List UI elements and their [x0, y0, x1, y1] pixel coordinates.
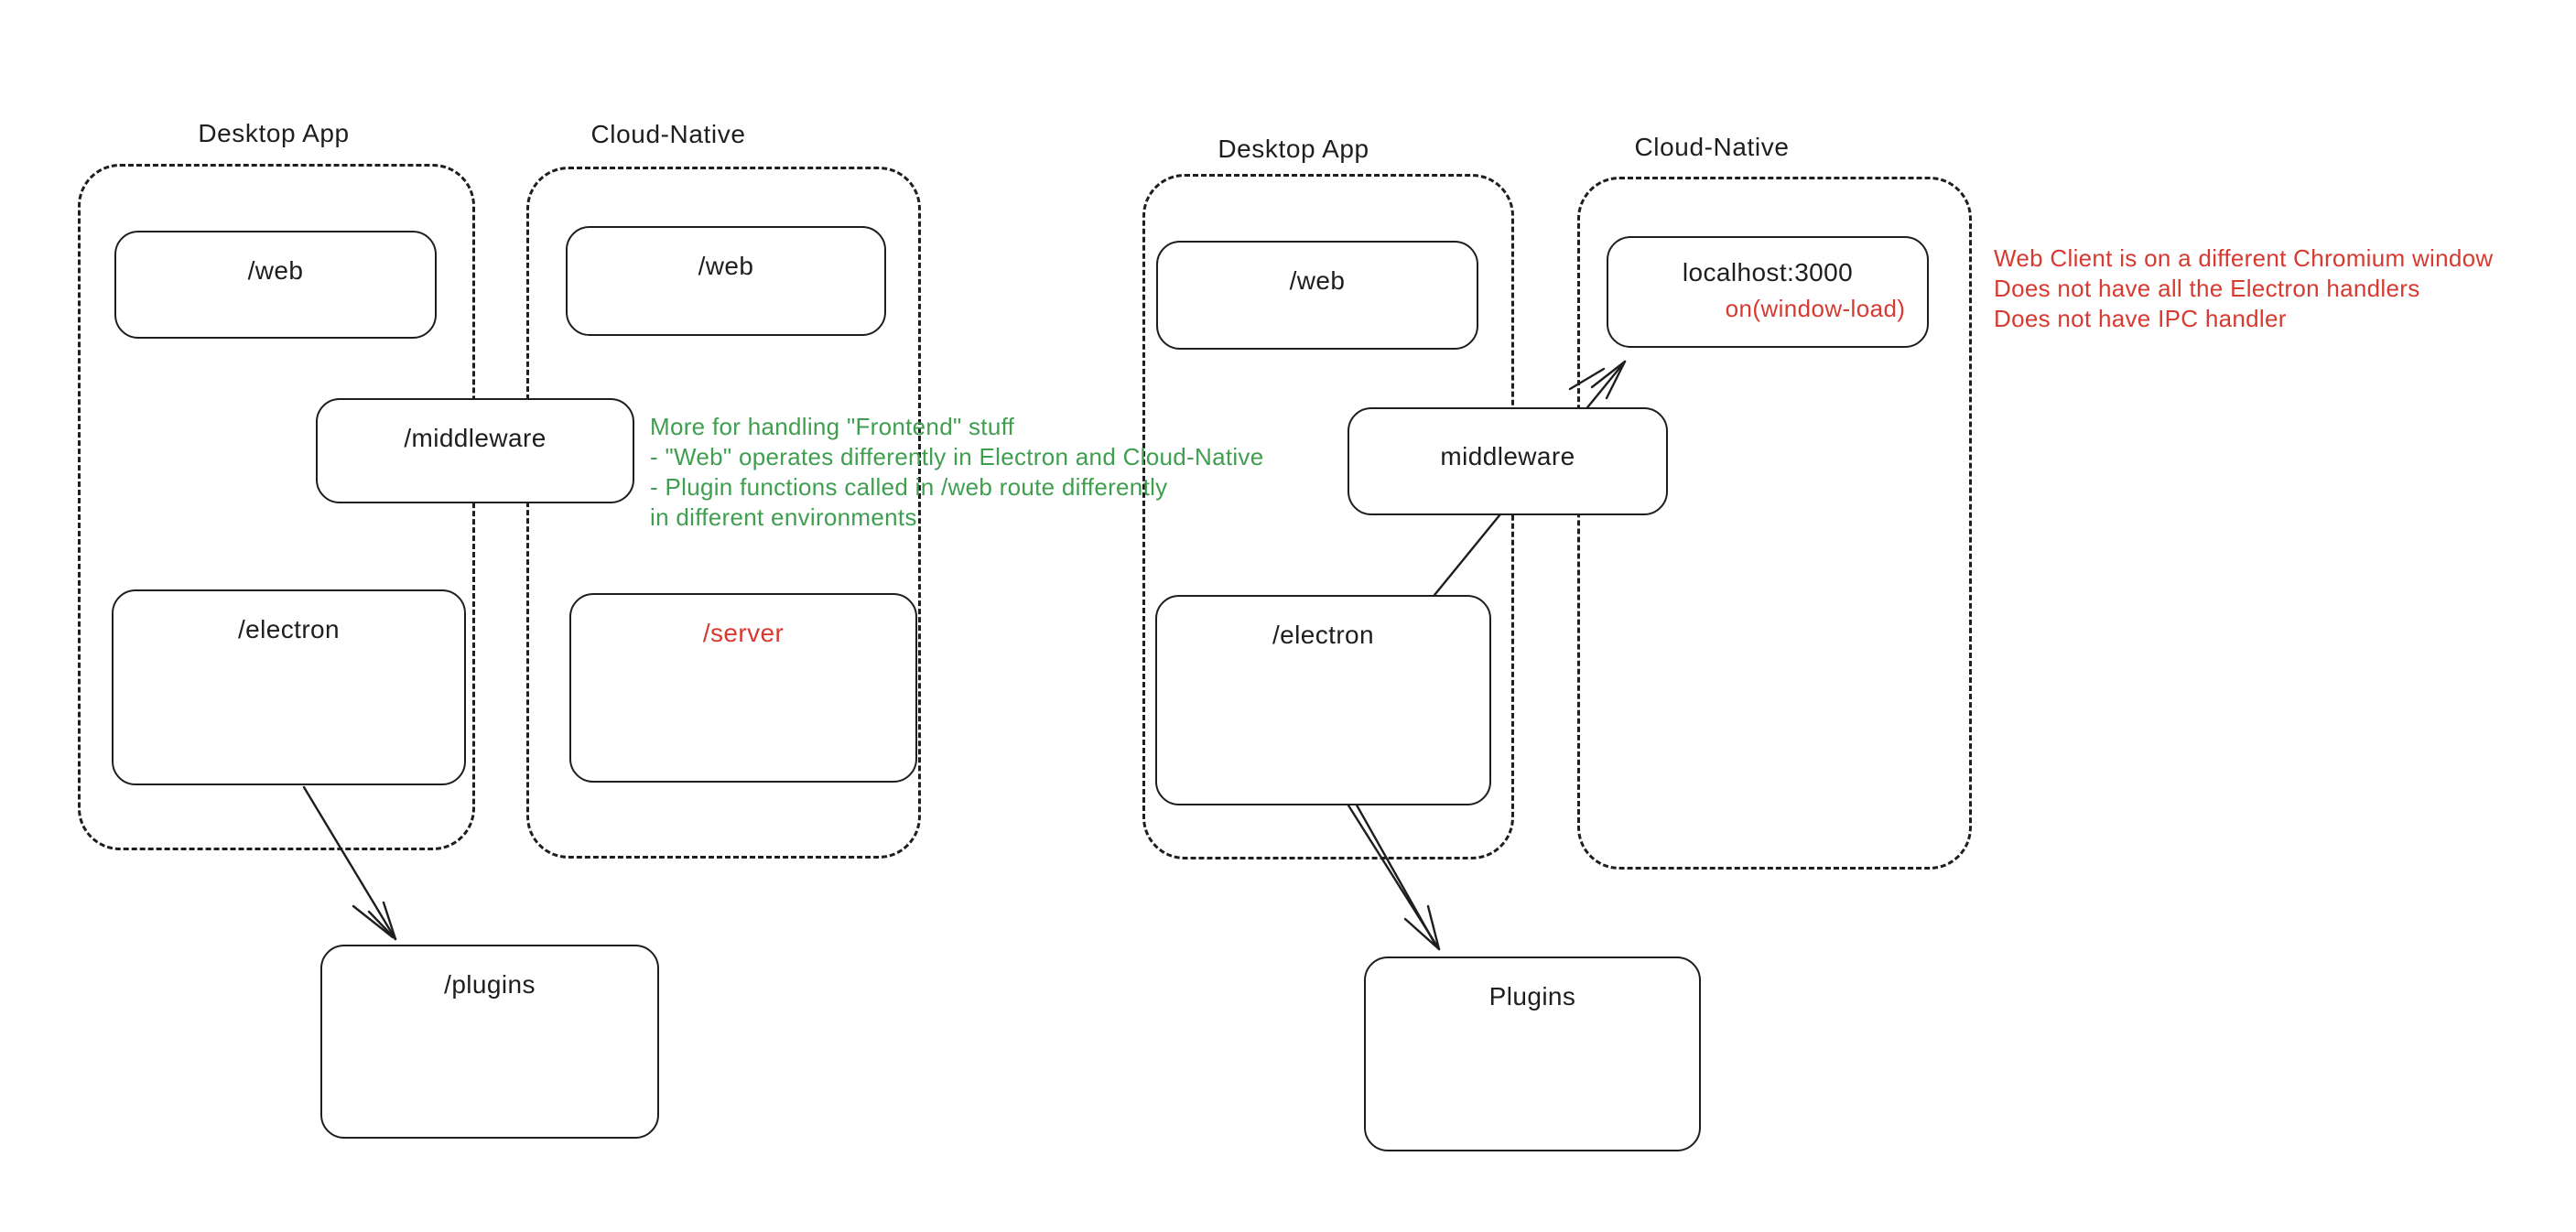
box-web-desktop-left-label: /web	[247, 256, 304, 285]
note-middleware-green: More for handling "Frontend" stuff - "We…	[650, 412, 1264, 533]
note-web-client-red: Web Client is on a different Chromium wi…	[1994, 243, 2493, 334]
box-electron-left: /electron	[112, 589, 466, 785]
box-electron-right-label: /electron	[1272, 621, 1374, 649]
container-title-cloud-right: Cloud-Native	[1634, 133, 1790, 161]
box-middleware-right: middleware	[1348, 407, 1668, 515]
box-plugins-right: Plugins	[1364, 956, 1701, 1151]
container-cloud-left	[526, 167, 921, 859]
container-title-cloud-left: Cloud-Native	[590, 120, 746, 148]
box-localhost-on-window-load: on(window-load)	[1725, 295, 1906, 322]
note-green-line-3: - Plugin functions called in /web route …	[650, 473, 1168, 501]
box-middleware-left: /middleware	[316, 398, 634, 503]
box-electron-right: /electron	[1155, 595, 1491, 805]
note-red-line-1: Web Client is on a different Chromium wi…	[1994, 244, 2494, 272]
note-red-line-2: Does not have all the Electron handlers	[1994, 275, 2420, 302]
box-localhost-label: localhost:3000	[1682, 258, 1854, 286]
container-desktop-right	[1142, 174, 1514, 859]
note-green-line-4: in different environments	[650, 503, 917, 531]
box-middleware-left-label: /middleware	[404, 424, 547, 452]
note-green-line-1: More for handling "Frontend" stuff	[650, 413, 1015, 440]
note-red-line-3: Does not have IPC handler	[1994, 305, 2287, 332]
box-localhost-right: localhost:3000 on(window-load)	[1607, 236, 1929, 348]
container-title-desktop-right: Desktop App	[1218, 135, 1369, 163]
box-electron-left-label: /electron	[238, 615, 340, 643]
box-server-left: /server	[569, 593, 917, 783]
box-plugins-left-label: /plugins	[444, 970, 536, 999]
box-web-cloud-left-label: /web	[698, 252, 754, 280]
box-web-desktop-left: /web	[114, 231, 437, 339]
container-desktop-left	[78, 164, 475, 850]
box-web-cloud-left: /web	[566, 226, 886, 336]
box-plugins-left: /plugins	[320, 945, 659, 1139]
box-middleware-right-label: middleware	[1440, 442, 1575, 470]
container-cloud-right	[1577, 177, 1972, 870]
box-web-desktop-right: /web	[1156, 241, 1478, 350]
box-web-desktop-right-label: /web	[1289, 266, 1346, 295]
box-plugins-right-label: Plugins	[1488, 982, 1576, 1010]
box-server-left-label: /server	[702, 619, 785, 647]
note-green-line-2: - "Web" operates differently in Electron…	[650, 443, 1264, 470]
container-title-desktop-left: Desktop App	[198, 119, 350, 147]
